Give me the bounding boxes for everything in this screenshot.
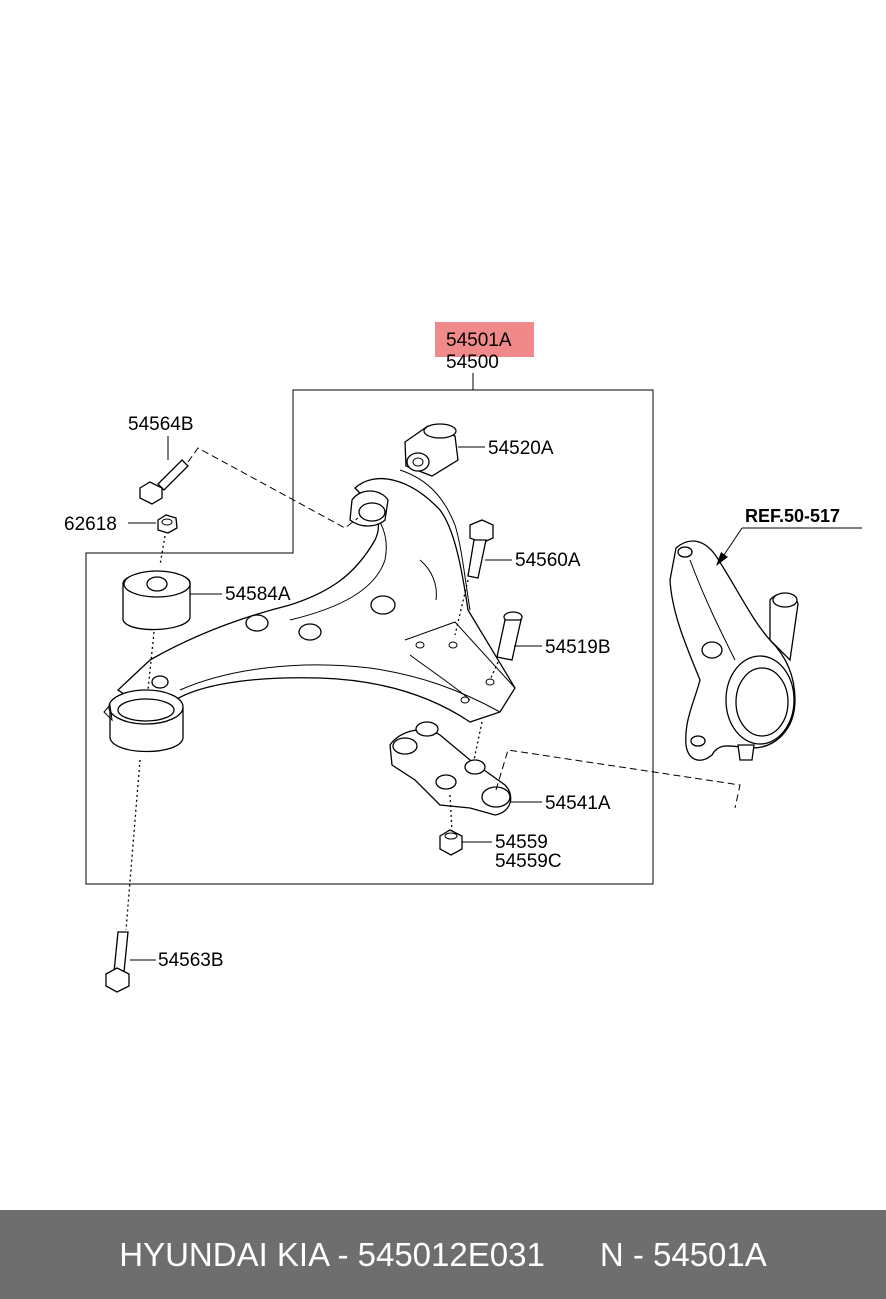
highlight-box — [435, 322, 534, 357]
nut-54559[interactable] — [439, 829, 463, 856]
callout-54564B[interactable]: 54564B — [128, 414, 194, 435]
footer-part-number: HYUNDAI KIA - 545012E031 — [119, 1235, 545, 1273]
bolt-54563B[interactable] — [105, 931, 130, 993]
bushing-54520A[interactable] — [404, 423, 459, 477]
callout-54559C[interactable]: 54559C — [495, 851, 562, 872]
callout-54519B[interactable]: 54519B — [545, 637, 611, 658]
callout-62618[interactable]: 62618 — [64, 514, 117, 535]
bolt-54564B[interactable] — [139, 459, 189, 505]
parts-diagram: 54501A 54500 54520A 545 — [64, 322, 862, 993]
callout-54559[interactable]: 54559 — [495, 832, 548, 853]
callout-54560A[interactable]: 54560A — [515, 550, 581, 571]
bushing-54584A[interactable] — [122, 570, 191, 631]
ref-label[interactable]: REF.50-517 — [745, 506, 840, 526]
callout-54563B[interactable]: 54563B — [158, 950, 224, 971]
nut-62618[interactable] — [157, 514, 178, 534]
footer-bar: HYUNDAI KIA - 545012E031 N - 54501A — [0, 1210, 886, 1299]
ring-bushing — [103, 689, 184, 753]
footer-diagram-ref: N - 54501A — [599, 1235, 767, 1273]
footer-gap — [545, 1236, 600, 1274]
knuckle-ref — [669, 540, 799, 761]
callout-54541A[interactable]: 54541A — [545, 793, 611, 814]
callout-54500[interactable]: 54500 — [446, 352, 499, 373]
lower-arm — [116, 469, 516, 723]
callout-54520A[interactable]: 54520A — [488, 438, 554, 459]
balljoint-54541A[interactable] — [389, 721, 512, 816]
assembly-frame — [85, 389, 654, 885]
stud-54519B[interactable] — [496, 611, 523, 661]
callout-54584A[interactable]: 54584A — [225, 584, 291, 605]
callout-54501A[interactable]: 54501A — [446, 330, 512, 351]
bolt-54560A[interactable] — [467, 519, 494, 579]
